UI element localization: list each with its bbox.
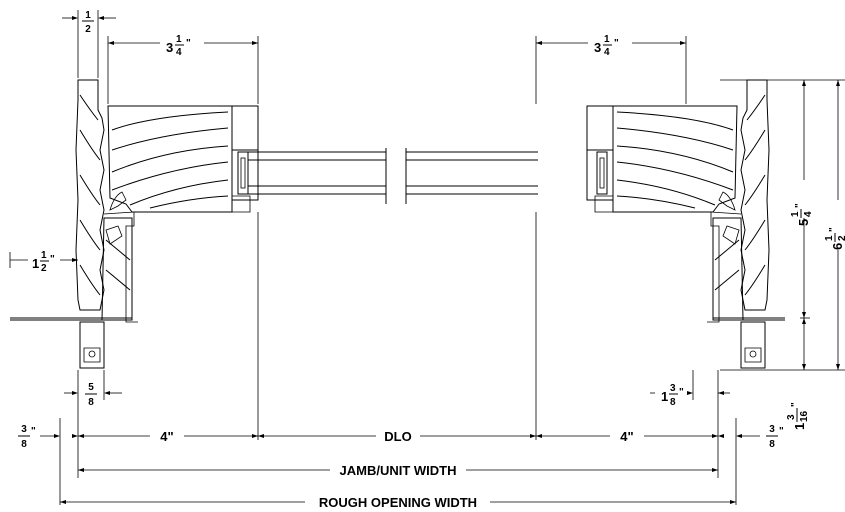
svg-text:": " (679, 387, 684, 398)
dim-three-quarter-right: 3 1 4 " (594, 34, 619, 58)
svg-text:1: 1 (792, 423, 807, 430)
svg-text:3: 3 (786, 414, 797, 420)
svg-text:1: 1 (824, 235, 835, 241)
svg-text:8: 8 (88, 397, 94, 408)
svg-text:1: 1 (604, 34, 610, 45)
svg-text:3: 3 (594, 40, 601, 55)
svg-text:": " (790, 402, 801, 407)
svg-text:2: 2 (41, 263, 47, 274)
svg-text:16: 16 (799, 410, 810, 422)
dim-three-quarter-left: 3 1 4 " (166, 34, 191, 58)
svg-text:1: 1 (32, 256, 39, 271)
svg-text:": " (186, 38, 191, 49)
dim-five-quarter-right: 5 1 4 " (790, 203, 814, 226)
svg-text:3: 3 (670, 383, 676, 394)
svg-text:": " (50, 254, 55, 265)
svg-text:5: 5 (796, 219, 811, 226)
svg-text:": " (614, 38, 619, 49)
glass-unit (248, 148, 538, 204)
svg-text:4: 4 (176, 47, 182, 58)
dim-three-eighths-right: 3 8 " (766, 424, 784, 450)
svg-text:1: 1 (41, 250, 47, 261)
label-four-left: 4" (160, 429, 173, 444)
dim-half-top: 1 2 (82, 10, 94, 35)
svg-text:1: 1 (176, 34, 182, 45)
svg-text:": " (779, 426, 784, 437)
svg-text:2: 2 (837, 235, 845, 241)
dimension-lines (9, 10, 845, 505)
svg-text:3: 3 (769, 424, 775, 435)
svg-text:8: 8 (670, 397, 676, 408)
left-jamb-assembly (10, 79, 259, 369)
dim-one-three-eighths: 1 3 8 " (661, 383, 684, 408)
dim-six-height-right: 6 1 2 " (824, 227, 845, 250)
svg-text:6: 6 (830, 243, 845, 250)
svg-text:8: 8 (769, 439, 775, 450)
label-four-right: 4" (620, 429, 633, 444)
dim-one-three-sixteenths: 1 3 16 " (786, 402, 810, 430)
label-rough-opening-width: ROUGH OPENING WIDTH (319, 495, 477, 510)
svg-text:4: 4 (803, 211, 814, 217)
svg-text:3: 3 (21, 424, 27, 435)
dim-five-eighths: 5 8 (85, 382, 97, 408)
svg-text:1: 1 (790, 211, 801, 217)
svg-text:": " (794, 203, 805, 208)
dim-three-eighths-left: 3 8 " (18, 424, 36, 450)
svg-text:1: 1 (661, 389, 668, 404)
svg-text:1: 1 (85, 10, 91, 21)
dim-one-half-left: 1 1 2 " (32, 250, 55, 274)
right-jamb-assembly (586, 79, 785, 369)
svg-text:": " (31, 426, 36, 437)
svg-text:": " (828, 227, 839, 232)
svg-text:4: 4 (604, 47, 610, 58)
svg-text:2: 2 (85, 24, 91, 35)
label-jamb-unit-width: JAMB/UNIT WIDTH (340, 463, 457, 478)
svg-text:5: 5 (88, 382, 94, 393)
svg-text:3: 3 (166, 40, 173, 55)
svg-text:8: 8 (21, 439, 27, 450)
label-dlo: DLO (384, 429, 411, 444)
